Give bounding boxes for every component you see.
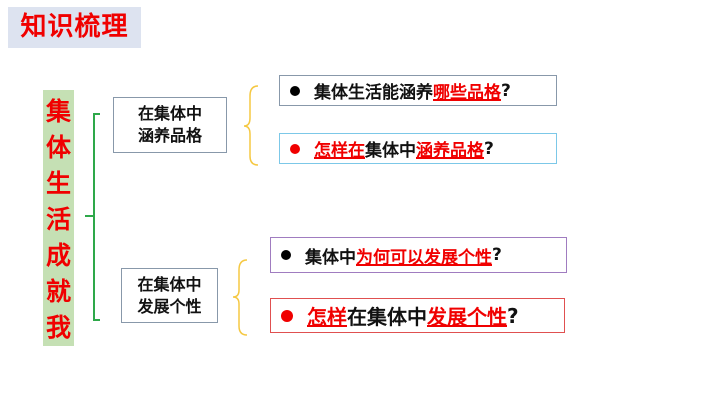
main-topic-char: 生 xyxy=(45,169,71,198)
question-keyword: 怎样 xyxy=(307,305,347,329)
question-text: 集体中 xyxy=(305,247,356,268)
question-mark: ? xyxy=(492,245,502,265)
branch-label-line: 发展个性 xyxy=(137,296,202,316)
question-text: 在集体中 xyxy=(347,305,427,329)
branch-box-develop-individuality: 在集体中 发展个性 xyxy=(121,268,218,323)
branch-label-line: 涵养品格 xyxy=(137,126,202,145)
question-keyword: 怎样在 xyxy=(314,141,365,161)
bullet-icon xyxy=(281,309,293,322)
question-keyword: 涵养品格 xyxy=(416,141,484,161)
yellow-brace-1 xyxy=(243,85,259,166)
question-box: 怎样在集体中发展个性? xyxy=(270,298,565,333)
question-text: 集体中 xyxy=(365,141,416,161)
question-text: 集体生活能涵养 xyxy=(314,83,433,103)
main-topic-char: 我 xyxy=(45,313,71,342)
main-topic-char: 就 xyxy=(45,277,71,306)
question-keyword: 哪些品格 xyxy=(433,83,501,103)
question-box: 集体生活能涵养哪些品格? xyxy=(279,75,557,106)
question-box: 集体中为何可以发展个性? xyxy=(270,237,567,273)
question-box: 怎样在集体中涵养品格? xyxy=(279,133,557,164)
bullet-icon xyxy=(281,250,291,260)
question-keyword: 为何可以发展个性 xyxy=(356,247,492,268)
main-topic-char: 活 xyxy=(45,205,71,234)
main-topic-char: 集 xyxy=(45,97,71,126)
main-topic-char: 成 xyxy=(45,241,71,270)
branch-label-line: 在集体中 xyxy=(137,104,202,123)
question-mark: ? xyxy=(484,138,494,159)
branch-box-cultivate-character: 在集体中 涵养品格 xyxy=(113,97,227,153)
section-title: 知识梳理 xyxy=(8,7,141,48)
bullet-icon xyxy=(290,85,300,96)
branch-label-line: 在集体中 xyxy=(137,274,202,294)
bullet-icon xyxy=(290,143,300,154)
green-bracket xyxy=(85,113,100,321)
main-topic: 集 体 生 活 成 就 我 xyxy=(43,90,74,346)
question-keyword: 发展个性 xyxy=(427,305,507,329)
yellow-brace-2 xyxy=(232,259,248,336)
question-mark: ? xyxy=(507,303,519,328)
question-mark: ? xyxy=(501,80,511,101)
main-topic-char: 体 xyxy=(45,133,71,162)
